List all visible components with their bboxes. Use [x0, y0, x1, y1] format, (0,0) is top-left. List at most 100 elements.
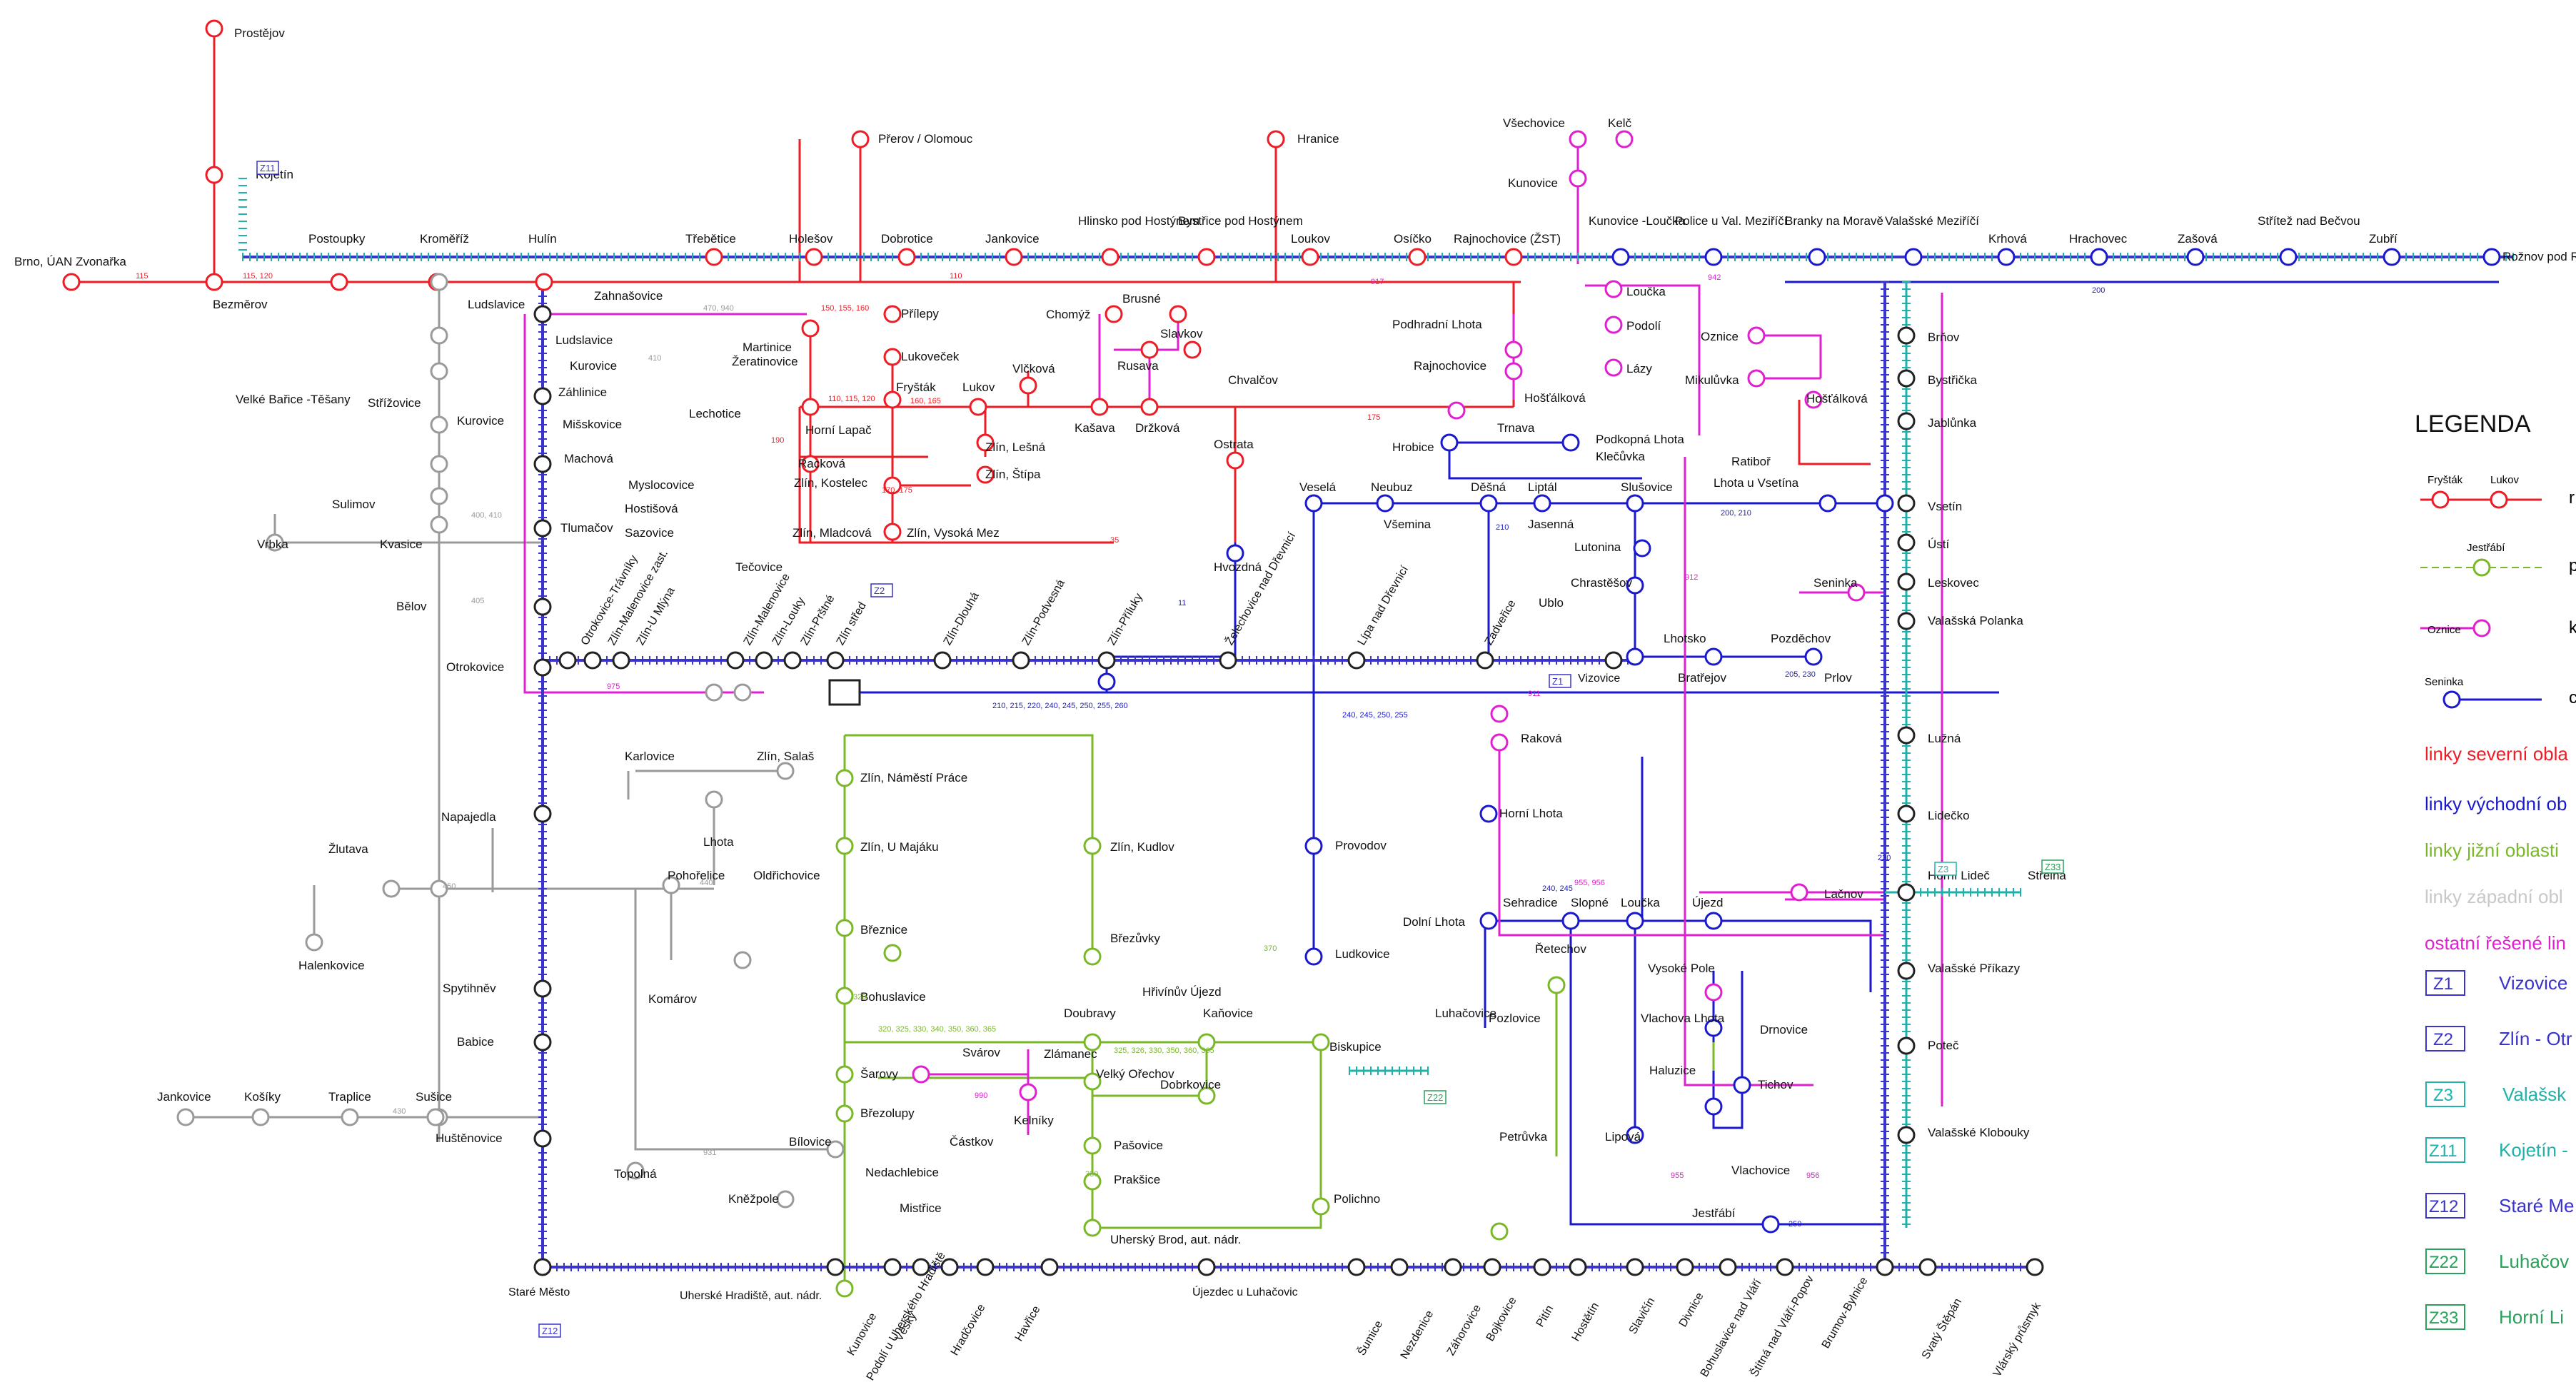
legend-name: Valašsk: [2502, 1084, 2567, 1105]
station-label: Nezdenice: [1399, 1308, 1437, 1361]
station-label: Hostětín: [1570, 1301, 1602, 1343]
zone-badge: [1934, 862, 1957, 876]
right-col-stop: [1897, 1037, 1916, 1055]
bottom-rail-stop: [1676, 1258, 1694, 1276]
station-label: Záhorovice: [1445, 1303, 1484, 1358]
station-label: Otrokovice: [446, 660, 504, 674]
line-number: 440: [700, 879, 713, 887]
station-label: Krhová: [1988, 232, 2027, 246]
station-label: Částkov: [950, 1135, 994, 1149]
top-row-stop: [1197, 248, 1216, 266]
north-stop: [205, 166, 223, 184]
station-label: Kvasice: [380, 538, 423, 551]
top-row-stop: [1504, 248, 1523, 266]
line-number: 400, 410: [471, 511, 502, 520]
station-label: Spytihněv: [443, 982, 496, 995]
station-label: Střítež nad Bečvou: [2258, 214, 2360, 228]
station-label: Nedachlebice: [865, 1166, 939, 1179]
legend-label: k: [2569, 618, 2576, 637]
station-label: Doubravy: [1064, 1007, 1116, 1020]
south-line-main: [843, 734, 1715, 1292]
east-stop: [1804, 647, 1823, 666]
station-label: Kunovice: [845, 1311, 880, 1358]
other-stop: [1804, 390, 1823, 409]
legend-code: Z12: [2429, 1197, 2458, 1216]
legend-z1: Z1 Vizovice: [2425, 970, 2567, 996]
station-label: Kroměříž: [420, 232, 469, 246]
station-label: Bystřička: [1928, 373, 1978, 387]
top-row-stop: [2186, 248, 2205, 266]
station-label: Děšná: [1471, 480, 1506, 494]
east-stop: [1818, 494, 1837, 513]
legend-area-east: linky východní ob: [2425, 793, 2567, 814]
rail-stop: [783, 651, 802, 670]
station-label: Jablůnka: [1928, 416, 1977, 430]
north-stop: [205, 19, 223, 38]
station-label: Bělov: [396, 600, 427, 613]
west-stop: [426, 1108, 445, 1126]
station-label: Lutonina: [1574, 540, 1621, 554]
top-row-stop: [535, 273, 553, 291]
line-number: 410: [648, 354, 661, 363]
top-row-stop: [897, 248, 916, 266]
station-label: Bezměrov: [213, 298, 268, 311]
line-number: 240, 245: [1542, 884, 1573, 893]
left-stop: [430, 487, 448, 505]
west-stop: [626, 1161, 645, 1180]
station-label: Dolní Lhota: [1403, 915, 1465, 929]
bottom-rail-stop: [1347, 1258, 1366, 1276]
station-label: Zašová: [2178, 232, 2218, 246]
station-label: Seninka: [1813, 576, 1858, 590]
east-stop: [1304, 837, 1323, 855]
station-label: Podhradní Lhota: [1392, 318, 1482, 331]
station-label: Loukov: [1291, 232, 1330, 246]
south-stop: [1083, 1072, 1102, 1091]
right-col-stop: [1897, 412, 1916, 430]
legend-north-sample: Fryšták Lukov r: [2420, 474, 2575, 509]
west-stop: [733, 951, 752, 969]
left-stop: [430, 273, 448, 291]
station-label: Sulimov: [332, 498, 376, 511]
south-stop: [1312, 1033, 1330, 1051]
legend-z2: Z2 Zlín - Otr: [2425, 1026, 2572, 1051]
line-number: 160, 165: [910, 397, 941, 405]
left-stop: [430, 415, 448, 434]
station-label: Pitín: [1534, 1303, 1556, 1329]
top-row-stop: [1408, 248, 1427, 266]
zone-badge: [538, 1323, 561, 1338]
west-stop: [382, 879, 401, 898]
station-label: Horní Lhota: [1499, 807, 1563, 820]
east-stop: [1479, 912, 1498, 930]
east-stop: [1533, 494, 1551, 513]
line-number: 210: [1496, 523, 1509, 532]
station-label: Březůvky: [1110, 932, 1160, 945]
station-label: Hřivínův Újezd: [1142, 985, 1222, 999]
station-label: Slušovice: [1621, 480, 1673, 494]
other-stop: [1490, 733, 1509, 752]
rail-stop: [826, 651, 845, 670]
station-label: Újezd: [1692, 896, 1723, 909]
station-label: Rožnov pod Radhoštěm: [2502, 250, 2576, 263]
south-stop: [1490, 1222, 1509, 1241]
bottom-rail-stop: [1483, 1258, 1501, 1276]
right-col-stop: [1897, 612, 1916, 630]
station-label: Rajnochovice: [1414, 359, 1486, 373]
north-stop: [1140, 398, 1159, 416]
legend-label: Jestřábí: [2467, 542, 2505, 554]
line-number: 990: [975, 1091, 987, 1100]
line-number: 325, 326, 330, 350, 360, 365: [1114, 1046, 1214, 1055]
station-label: Kašava: [1075, 421, 1115, 435]
left-stop: [430, 515, 448, 534]
east-stop: [1304, 947, 1323, 966]
station-label: Lhotsko: [1664, 632, 1706, 645]
legend-code: Z1: [2433, 974, 2453, 994]
station-label: Pohořelice: [668, 869, 725, 882]
station-label: Ludkovice: [1335, 947, 1390, 961]
top-row-stop: [2482, 248, 2501, 266]
station-label: Karlovice: [625, 750, 675, 763]
station-label: Uherský Brod, aut. nádr.: [1110, 1233, 1241, 1246]
legend-west-sample: Jestřábí p: [2420, 542, 2576, 577]
station-label: Brusné: [1122, 292, 1161, 306]
line-number: 35: [1110, 536, 1119, 545]
